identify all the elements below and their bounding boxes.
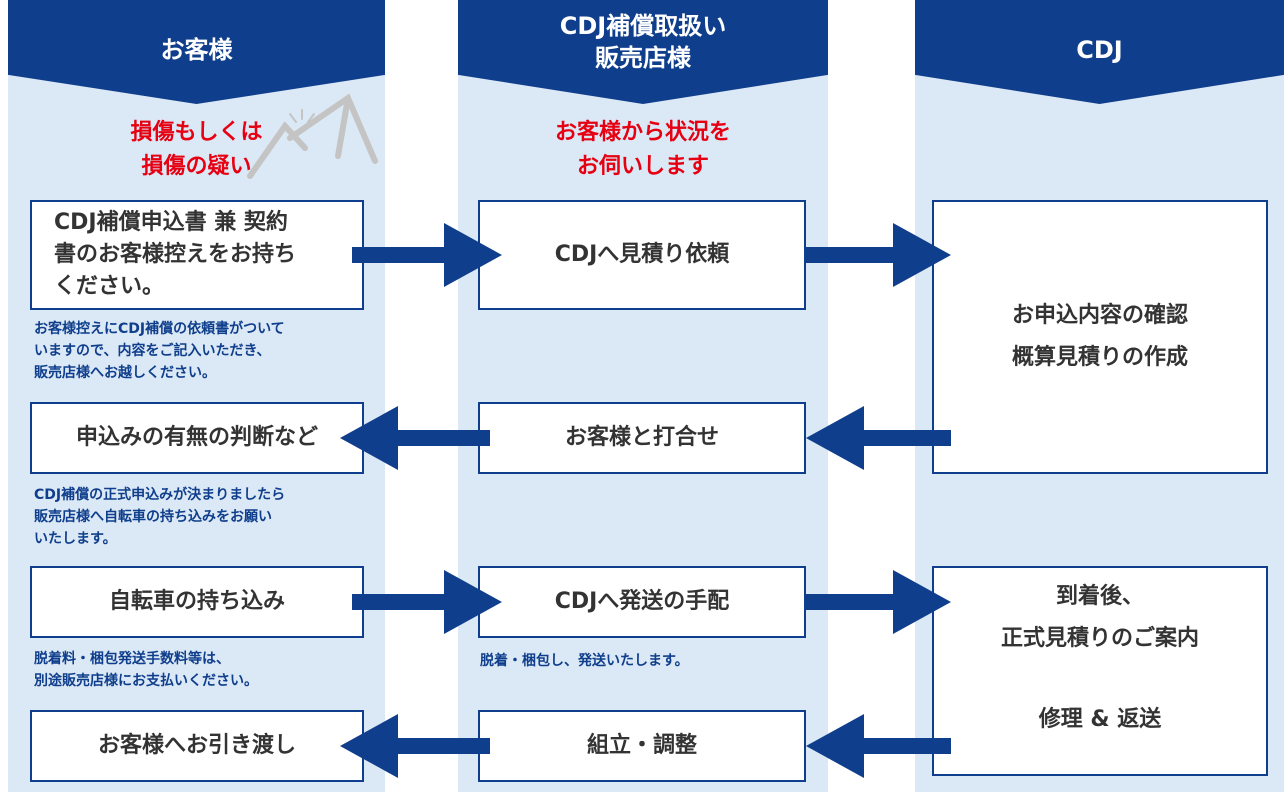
decide-text: 申込みの有無の判断など	[75, 425, 318, 450]
confirm-estimate-box: お申込内容の確認 概算見積りの作成	[932, 200, 1268, 474]
arrow-left-icon	[340, 406, 490, 470]
broken-bicycle-icon	[247, 93, 378, 179]
arrow-right-icon	[806, 223, 951, 287]
quote-request-text: CDJへ見積り依頼	[554, 242, 730, 267]
customer-damage-label: 損傷もしくは 損傷の疑い	[130, 120, 263, 179]
formal-quote-text: 到着後、 正式見積りのご案内	[1000, 584, 1199, 651]
customer-column-bg	[8, 0, 385, 792]
ship-arrange-box: CDJへ発送の手配	[478, 566, 806, 638]
dealer-column-title: CDJ補償取扱い 販売店様	[559, 12, 727, 72]
bring-copy-text: CDJ補償申込書 兼 契約 書のお客様控えをお持ち ください。	[54, 210, 297, 299]
arrow-right-icon	[352, 223, 502, 287]
decide-box: 申込みの有無の判断など	[30, 402, 364, 474]
assemble-text: 組立・調整	[586, 733, 697, 758]
fees-note: 脱着料・梱包発送手数料等は、 別途販売店様にお支払いください。	[34, 651, 258, 689]
confirm-estimate-text: お申込内容の確認 概算見積りの作成	[1011, 303, 1188, 370]
ship-arrange-text: CDJへ発送の手配	[554, 589, 730, 614]
bring-request-note: CDJ補償の正式申込みが決まりましたら 販売店様へ自転車の持ち込みをお願い いた…	[34, 487, 286, 547]
consult-text: お客様と打合せ	[564, 425, 719, 450]
dealer-inquiry-label: お客様から状況を お伺いします	[554, 120, 731, 179]
handover-text: お客様へお引き渡し	[97, 733, 296, 758]
fill-form-note: お客様控えにCDJ補償の依頼書がついて いますので、内容をご記入いただき、 販売…	[34, 321, 285, 381]
arrow-left-icon	[806, 714, 951, 778]
consult-box: お客様と打合せ	[478, 402, 806, 474]
bring-bike-text: 自転車の持ち込み	[108, 589, 285, 614]
bring-copy-box: CDJ補償申込書 兼 契約 書のお客様控えをお持ち ください。	[30, 200, 364, 310]
quote-request-box: CDJへ見積り依頼	[478, 200, 806, 310]
arrow-right-icon	[806, 570, 951, 634]
cdj-column-title: CDJ	[1076, 36, 1123, 64]
dealer-column-bg	[458, 0, 828, 792]
arrow-left-icon	[806, 406, 951, 470]
assemble-box: 組立・調整	[478, 710, 806, 782]
arrow-left-icon	[340, 714, 490, 778]
arrow-right-icon	[352, 570, 502, 634]
packing-note: 脱着・梱包し、発送いたします。	[480, 653, 689, 669]
handover-box: お客様へお引き渡し	[30, 710, 364, 782]
bring-bike-box: 自転車の持ち込み	[30, 566, 364, 638]
customer-column-title: お客様	[160, 36, 233, 64]
formal-quote-box: 到着後、 正式見積りのご案内 修理 & 返送	[932, 566, 1268, 776]
repair-return-text: 修理 & 返送	[1038, 707, 1162, 732]
